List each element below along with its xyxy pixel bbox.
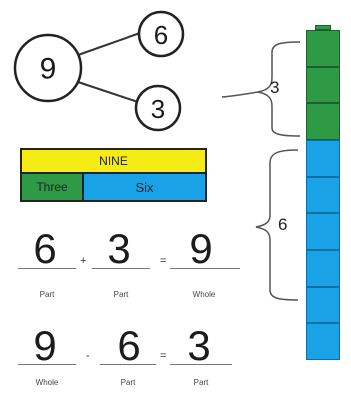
bar-model-whole: NINE: [20, 148, 207, 174]
cube-tower: [306, 25, 340, 360]
tower-cube-blue: [306, 176, 340, 214]
eq2-term-c: 3: [187, 322, 211, 369]
tower-cube-blue: [306, 250, 340, 287]
eq1-term-c: 9: [189, 225, 213, 272]
bond-part-top-value: 6: [154, 20, 168, 50]
bond-whole-circle: [13, 33, 83, 103]
bar-model-parts: Three Six: [20, 172, 207, 202]
bar-part-b: Six: [135, 179, 154, 195]
bond-line-bottom: [77, 81, 139, 103]
tower-cube-green: [306, 30, 340, 67]
eq2-caption-a: Whole: [35, 378, 59, 387]
eq1-term-a: 6: [33, 225, 57, 272]
tower-cube-blue: [306, 286, 340, 324]
bond-part-bottom-circle: [134, 84, 182, 132]
bond-part-bottom-value: 3: [151, 94, 165, 124]
tower-group-b-label: 6: [278, 215, 288, 234]
eq1-term-b: 3: [107, 225, 131, 272]
tower-cube-blue: [306, 213, 340, 250]
brace-lower: [255, 149, 299, 301]
eq1-caption-a: Part: [39, 290, 55, 299]
eq2-line-c: [170, 364, 232, 365]
bond-whole-value: 9: [40, 53, 57, 86]
eq2-line-a: [18, 364, 76, 365]
eq1-line-a: [18, 268, 76, 269]
eq1-plus: +: [80, 255, 87, 267]
tower-top-nub: [315, 25, 331, 30]
brace-upper-tail: [221, 91, 259, 98]
tower-cube-green: [306, 66, 340, 104]
bar-part-a: Three: [22, 174, 84, 200]
eq2-caption-c: Part: [193, 378, 209, 387]
tower-cube-blue: [306, 323, 340, 360]
eq1-line-c: [170, 268, 240, 269]
eq2-caption-b: Part: [120, 378, 136, 387]
eq2-line-b: [100, 364, 156, 365]
eq2-minus: -: [86, 350, 90, 362]
tower-group-a-label: 3: [270, 78, 280, 97]
tower-cube-blue: [306, 140, 340, 177]
eq1-line-b: [92, 268, 150, 269]
bond-part-top-circle: [137, 10, 185, 58]
eq1-caption-c: Whole: [192, 290, 216, 299]
eq2-equals: =: [160, 350, 167, 362]
eq2-term-a: 9: [33, 322, 57, 369]
eq2-term-b: 6: [117, 322, 141, 369]
bar-whole-label: NINE: [99, 154, 128, 168]
bond-line-top: [77, 32, 141, 56]
tower-cube-green: [306, 103, 340, 140]
eq1-equals: =: [160, 255, 167, 267]
eq1-caption-b: Part: [113, 290, 129, 299]
